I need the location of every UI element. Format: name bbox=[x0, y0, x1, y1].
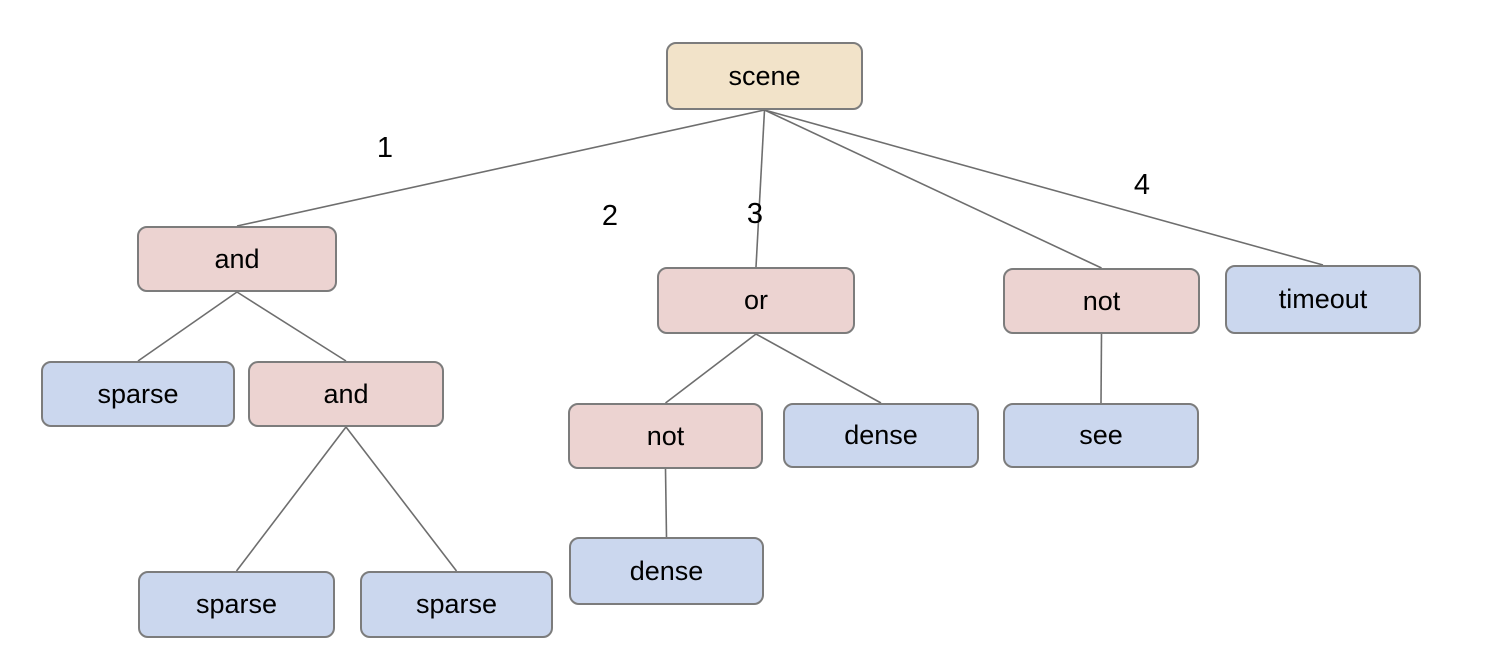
edge-scene-and1 bbox=[236, 109, 765, 227]
edge-label-1: 1 bbox=[377, 132, 393, 164]
node-label: dense bbox=[629, 555, 704, 586]
tree-node-sparse3: sparse bbox=[360, 571, 553, 638]
edge-scene-not1 bbox=[764, 109, 1102, 269]
node-label: and bbox=[214, 243, 260, 274]
edge-and1-sparse1 bbox=[137, 291, 238, 362]
node-label: sparse bbox=[195, 589, 278, 619]
edge-and2-sparse3 bbox=[345, 426, 458, 572]
edge-not1-see1 bbox=[1100, 333, 1103, 404]
tree-node-timeout1: timeout bbox=[1225, 265, 1421, 334]
node-label: scene bbox=[728, 60, 801, 91]
edge-or1-dense1 bbox=[755, 333, 882, 404]
edge-label-4: 4 bbox=[1134, 169, 1150, 201]
node-label: not bbox=[1082, 285, 1121, 316]
edge-or1-not2 bbox=[665, 333, 757, 404]
node-label: not bbox=[646, 420, 685, 451]
edge-label-3: 3 bbox=[747, 198, 763, 230]
tree-node-and2: and bbox=[248, 361, 444, 427]
tree-node-not1: not bbox=[1003, 268, 1200, 334]
tree-node-and1: and bbox=[137, 226, 337, 292]
node-label: dense bbox=[844, 420, 918, 450]
node-label: sparse bbox=[97, 378, 179, 409]
tree-node-scene: scene bbox=[666, 42, 863, 110]
tree-node-not2: not bbox=[568, 403, 763, 469]
node-label: and bbox=[323, 378, 369, 409]
tree-node-see1: see bbox=[1003, 403, 1199, 468]
tree-node-sparse1: sparse bbox=[41, 361, 235, 427]
tree-node-dense2: dense bbox=[569, 537, 764, 605]
node-label: timeout bbox=[1278, 284, 1368, 314]
node-label: see bbox=[1079, 420, 1123, 450]
edge-and2-sparse2 bbox=[235, 426, 347, 572]
tree-node-dense1: dense bbox=[783, 403, 979, 468]
tree-node-or1: or bbox=[657, 267, 855, 334]
edge-not2-dense2 bbox=[664, 468, 668, 538]
node-label: sparse bbox=[415, 589, 498, 619]
edge-scene-timeout1 bbox=[764, 109, 1324, 266]
node-label: or bbox=[743, 285, 768, 315]
edge-scene-or1 bbox=[755, 109, 766, 268]
tree-node-sparse2: sparse bbox=[138, 571, 335, 638]
edge-label-2: 2 bbox=[602, 200, 618, 232]
edge-and1-and2 bbox=[236, 291, 347, 362]
